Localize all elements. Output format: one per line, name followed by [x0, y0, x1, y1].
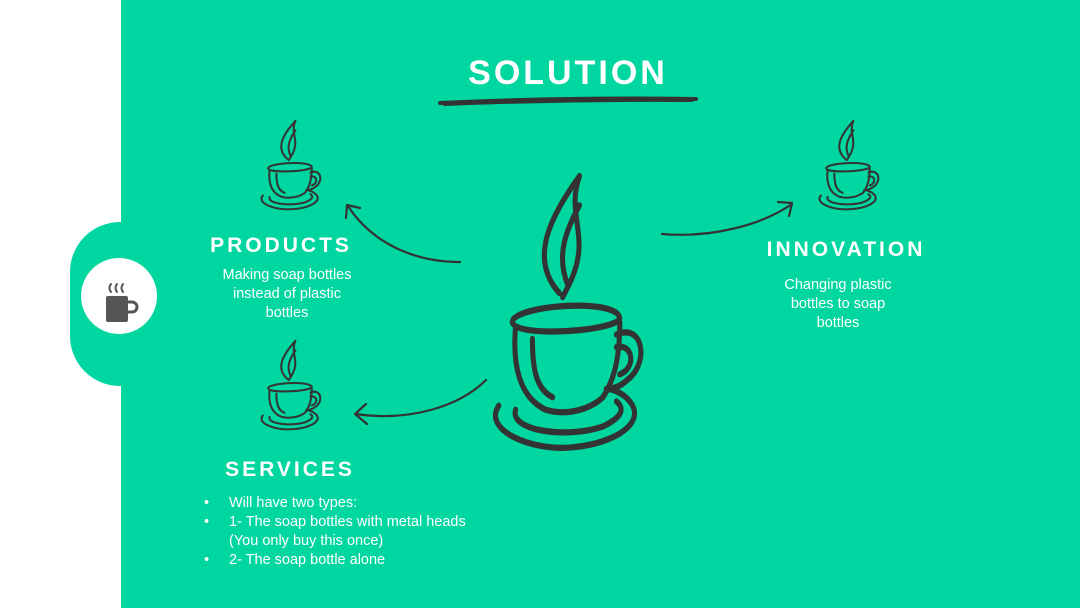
services-list: Will have two types: 1- The soap bottles…: [202, 494, 466, 570]
products-heading: PRODUCTS: [210, 234, 352, 257]
innovation-desc-line: Changing plastic: [784, 277, 892, 293]
innovation-desc-line: bottles to soap: [790, 296, 886, 312]
list-item: 2- The soap bottle alone: [202, 551, 466, 570]
coffee-cup-icon: [106, 283, 139, 322]
products-description: Making soap bottles instead of plastic b…: [196, 266, 378, 323]
services-heading: SERVICES: [225, 458, 355, 481]
slide-title: SOLUTION: [468, 54, 668, 92]
innovation-desc-line: bottles: [816, 315, 860, 331]
services-cup-icon: [256, 328, 324, 446]
innovation-cup-icon: [814, 108, 882, 226]
central-cup-icon: [482, 172, 650, 464]
products-desc-line: instead of plastic: [232, 286, 341, 302]
list-item: Will have two types:: [202, 494, 466, 513]
products-desc-line: bottles: [265, 305, 309, 321]
innovation-heading: INNOVATION: [766, 238, 926, 261]
list-item: (You only buy this once): [229, 533, 384, 549]
products-desc-line: Making soap bottles: [222, 267, 352, 283]
innovation-description: Changing plastic bottles to soap bottles: [752, 276, 924, 333]
products-cup-icon: [256, 108, 324, 226]
title-underline: [438, 96, 698, 106]
list-item: 1- The soap bottles with metal heads: [202, 513, 466, 532]
